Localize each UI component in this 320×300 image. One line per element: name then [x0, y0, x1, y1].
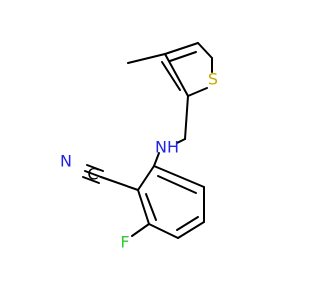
- atom-nitrile-n-label: N: [60, 152, 72, 171]
- bond-benzene-c2-c3-double: [145, 193, 157, 221]
- molecule-canvas: S NH N C F: [60, 42, 218, 252]
- bond-nitrile-triple-1: [84, 170, 102, 178]
- bond-ch2-thiophene: [184, 95, 189, 140]
- bond-thiophene-c3-c4-double: [169, 51, 197, 62]
- bond-methyl: [127, 53, 166, 64]
- bond-thiophene-c3-c4: [164, 42, 199, 55]
- atom-sulfur-label: S: [208, 70, 218, 89]
- bond-benzene-c1-c2: [137, 165, 155, 191]
- bond-c-f: [131, 223, 150, 237]
- bond-ch2-nh: [176, 138, 186, 144]
- bond-benzene-c4-c5-double: [176, 216, 199, 231]
- bond-benzene-c6-c1-double: [157, 175, 197, 194]
- atom-fluorine-label: F: [120, 233, 129, 252]
- molecule-structure: S NH N C F: [60, 42, 218, 252]
- bond-thiophene-s-c2: [187, 87, 208, 97]
- bond-thiophene-c2-c3-double: [161, 61, 181, 91]
- bond-benzene-c2-c3: [137, 189, 150, 225]
- bond-nitrile-attach: [100, 176, 139, 191]
- bond-benzene-c6-c1: [153, 165, 205, 188]
- bond-thiophene-c4-c5: [197, 42, 213, 59]
- bond-nitrile-triple-2: [86, 164, 104, 172]
- bond-nitrile-triple-3: [82, 176, 100, 184]
- bond-thiophene-c2-c3: [164, 53, 189, 97]
- bond-benzene-c4-c5: [177, 221, 205, 239]
- bond-benzene-c3-c4: [148, 223, 179, 239]
- bond-nh-benzene: [153, 152, 160, 167]
- atom-nitrile-c-label: C: [87, 165, 98, 184]
- atom-amine-label: NH: [155, 138, 179, 157]
